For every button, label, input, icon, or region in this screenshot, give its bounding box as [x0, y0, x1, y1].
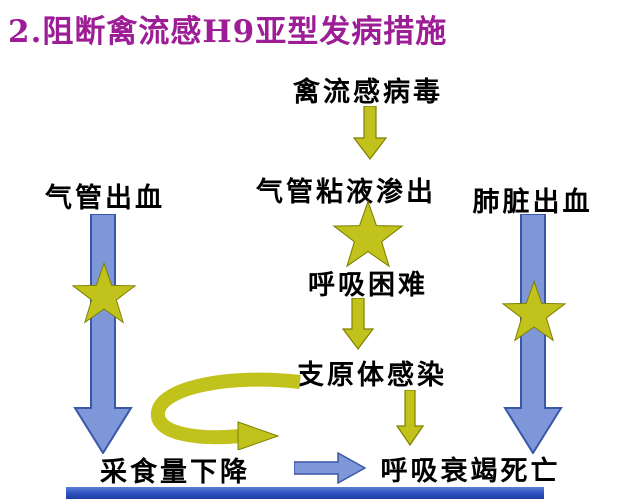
node-death-label: 呼吸衰竭死亡: [380, 456, 561, 487]
slide-title: 2.阻断禽流感H9亚型发病措施: [8, 14, 448, 50]
down-arrow-icon: [503, 214, 563, 454]
star-icon: [332, 200, 404, 268]
curved-arrow-icon: [151, 372, 301, 450]
down-arrow-icon: [352, 106, 388, 160]
down-arrow-icon: [342, 298, 374, 350]
node-tracheal-mucus-label: 气管粘液渗出: [256, 177, 436, 208]
node-lung-bleeding-label: 肺脏出血: [472, 187, 593, 218]
right-arrow-icon: [294, 452, 366, 484]
node-virus-label: 禽流感病毒: [293, 77, 443, 108]
node-mycoplasma-label: 支原体感染: [297, 360, 447, 391]
node-feed-intake-drop-label: 采食量下降: [100, 457, 250, 488]
star-icon: [71, 262, 137, 324]
node-dyspnea-label: 呼吸困难: [308, 270, 428, 301]
node-tracheal-bleeding-label: 气管出血: [45, 183, 165, 214]
star-icon: [501, 280, 567, 342]
bottom-decor-bar: [66, 487, 544, 499]
down-arrow-icon: [396, 390, 424, 446]
down-arrow-icon: [73, 214, 133, 454]
